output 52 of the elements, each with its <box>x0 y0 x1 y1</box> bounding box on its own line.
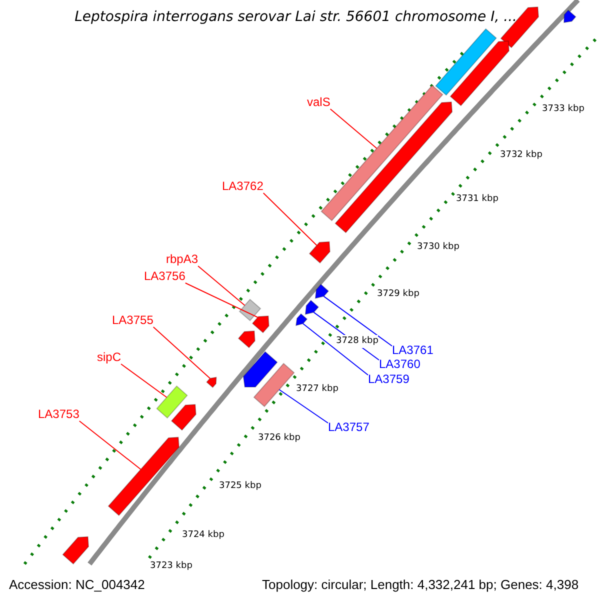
gene-feature <box>435 28 497 96</box>
scale-label: 3723 kbp <box>150 560 192 573</box>
leader-line <box>262 192 318 246</box>
gene-label: LA3760 <box>379 358 420 371</box>
gene-feature <box>500 6 540 48</box>
gene-feature <box>295 313 308 326</box>
leader-line <box>278 389 328 424</box>
scale-label: 3728 kbp <box>336 335 378 348</box>
gene-label: LA3756 <box>144 270 186 283</box>
gene-feature <box>242 351 278 388</box>
leader-line <box>78 420 142 470</box>
gene-feature <box>62 536 90 565</box>
gene-feature <box>156 385 188 419</box>
scale-label: 3727 kbp <box>296 383 338 396</box>
gene-label: rbpA3 <box>166 253 198 266</box>
gene-label: LA3762 <box>222 180 264 193</box>
gene-feature <box>334 101 453 234</box>
gene-feature <box>252 315 270 334</box>
leader-line <box>152 326 210 379</box>
scale-label: 3729 kbp <box>377 288 420 301</box>
map-title: Leptospira interrogans serovar Lai str. 56601 chromosome I, ... <box>74 9 517 26</box>
leader-line <box>184 282 258 318</box>
gene-feature <box>170 404 196 431</box>
gene-label: valS <box>307 96 330 109</box>
gene-feature <box>108 436 180 516</box>
leader-line <box>323 296 392 346</box>
scale-label: 3732 kbp <box>500 149 542 162</box>
gene-feature <box>238 330 256 348</box>
scale-label: 3730 kbp <box>417 241 460 254</box>
gene-feature <box>308 241 330 264</box>
scale-label: 3725 kbp <box>219 480 262 493</box>
leader-line <box>120 364 168 398</box>
gene-feature <box>238 298 262 322</box>
gene-label: LA3753 <box>38 408 80 421</box>
scale-label: 3731 kbp <box>456 193 498 206</box>
gene-label: sipC <box>97 351 122 364</box>
gene-label: LA3755 <box>112 314 154 327</box>
gene-feature <box>304 300 320 315</box>
gene-label: LA3759 <box>368 373 410 386</box>
leader-line <box>302 323 368 376</box>
gene-feature <box>253 362 295 408</box>
scale-label: 3726 kbp <box>258 432 300 445</box>
gene-feature <box>206 376 217 388</box>
scale-label: 3733 kbp <box>542 103 584 116</box>
gene-label: LA3757 <box>328 421 370 434</box>
gene-feature <box>563 10 576 24</box>
leader-line <box>198 266 246 306</box>
gene-label: LA3761 <box>392 344 434 357</box>
gene-feature <box>314 284 330 299</box>
scale-label: 3724 kbp <box>182 529 224 542</box>
leader-line <box>330 108 378 149</box>
gene-feature <box>450 40 510 106</box>
